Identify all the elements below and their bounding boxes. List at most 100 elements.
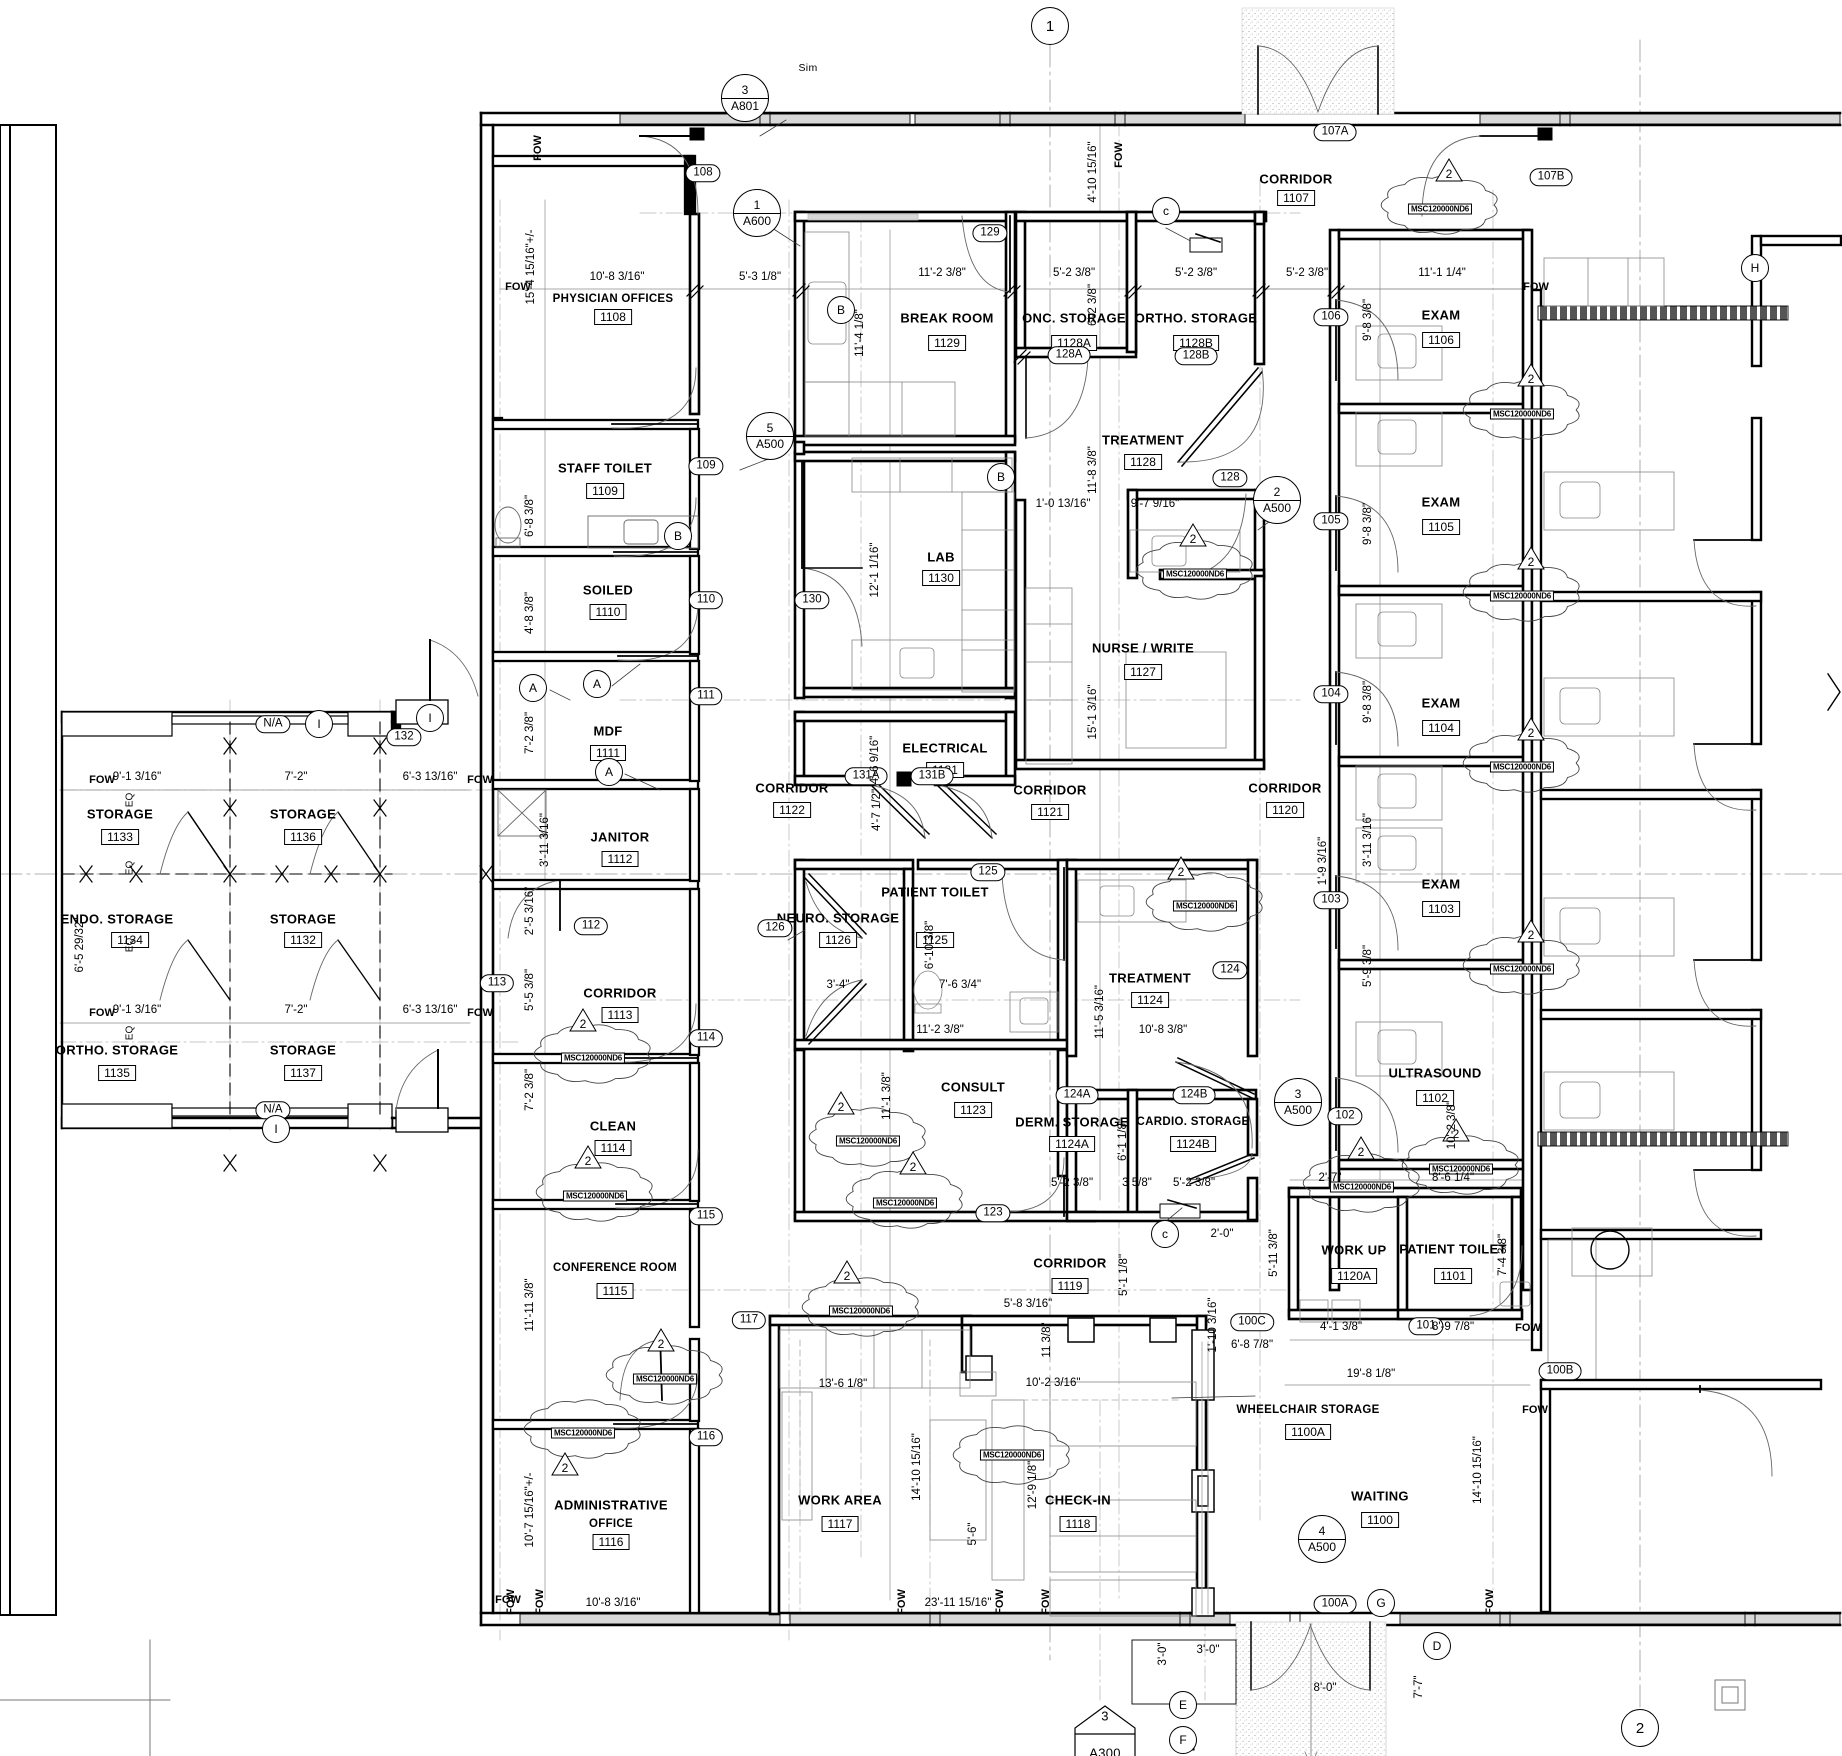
- dimension-text: 8'-6 1/4": [1431, 1172, 1475, 1184]
- detail-bubble[interactable]: B: [664, 522, 692, 550]
- door-tag[interactable]: 128: [1212, 469, 1248, 487]
- detail-bubble[interactable]: I: [416, 704, 444, 732]
- dimension-text: 13'-6 1/8": [818, 1378, 868, 1390]
- door-tag[interactable]: 100C: [1230, 1313, 1274, 1331]
- revision-tag-label: MSC120000ND6: [550, 1427, 616, 1439]
- room-name: EXAM: [1421, 695, 1461, 711]
- room-name: STORAGE: [86, 806, 154, 822]
- door-tag[interactable]: 101: [1408, 1317, 1444, 1335]
- detail-bubble[interactable]: I: [305, 710, 333, 738]
- door-tag[interactable]: 123: [975, 1204, 1011, 1222]
- door-tag[interactable]: 124A: [1055, 1086, 1099, 1104]
- section-tag-sheet: A500: [1262, 500, 1292, 515]
- eq-label: EQ: [124, 1025, 136, 1041]
- dimension-text: 3'-11 3/16": [539, 812, 551, 868]
- door-tag[interactable]: 100B: [1538, 1362, 1582, 1380]
- door-tag[interactable]: 107B: [1529, 168, 1573, 186]
- door-tag[interactable]: 125: [970, 863, 1006, 881]
- room-number: 1124A: [1049, 1136, 1095, 1152]
- door-tag[interactable]: 131A: [844, 767, 888, 785]
- dimension-text: 10'-2 3/16": [1025, 1377, 1081, 1389]
- room-number: 1128: [1124, 454, 1162, 470]
- dimension-text: 5'-9 3/8": [1362, 944, 1374, 988]
- dimension-text: 9'-1 3/16": [112, 1004, 162, 1016]
- door-tag[interactable]: 108: [685, 164, 721, 182]
- revision-tag-label: MSC120000ND6: [979, 1449, 1045, 1461]
- detail-bubble[interactable]: H: [1741, 254, 1769, 282]
- door-tag[interactable]: 117: [731, 1311, 767, 1329]
- door-tag[interactable]: 107A: [1313, 123, 1357, 141]
- door-tag[interactable]: 100A: [1313, 1595, 1357, 1613]
- detail-bubble[interactable]: c: [1151, 1220, 1179, 1248]
- door-tag[interactable]: 126: [757, 919, 793, 937]
- dimension-text: 7'-7": [1413, 1675, 1425, 1699]
- door-tag[interactable]: 131B: [910, 767, 954, 785]
- svg-text:2: 2: [1528, 726, 1535, 740]
- grid-bubble: 1: [1031, 7, 1069, 45]
- door-tag[interactable]: N/A: [255, 715, 291, 733]
- door-tag[interactable]: 128A: [1047, 346, 1091, 364]
- door-tag[interactable]: 132: [386, 728, 422, 746]
- door-tag[interactable]: 116: [688, 1428, 724, 1446]
- detail-bubble[interactable]: G: [1367, 1589, 1395, 1617]
- door-tag[interactable]: 124: [1212, 961, 1248, 979]
- fow-label: FOW: [467, 1007, 493, 1019]
- revision-cloud: [1462, 562, 1580, 622]
- door-tag[interactable]: 111: [689, 687, 723, 705]
- detail-bubble[interactable]: A: [519, 674, 547, 702]
- room-name: WORK AREA: [798, 1492, 882, 1508]
- door-tag[interactable]: 130: [794, 591, 830, 609]
- door-tag[interactable]: 110: [688, 591, 724, 609]
- room-name: CONFERENCE ROOM: [553, 1262, 677, 1274]
- room-name: PATIENT TOILET: [881, 884, 989, 900]
- detail-bubble[interactable]: c: [1152, 197, 1180, 225]
- room-number: 1132: [284, 932, 322, 948]
- detail-bubble[interactable]: B: [827, 296, 855, 324]
- detail-bubble[interactable]: A: [595, 758, 623, 786]
- room-name-line2: OFFICE: [589, 1518, 633, 1530]
- door-tag[interactable]: 102: [1327, 1107, 1363, 1125]
- door-tag[interactable]: 115: [688, 1207, 724, 1225]
- door-tag[interactable]: 105: [1313, 512, 1349, 530]
- revision-tag-label: MSC120000ND6: [828, 1305, 894, 1317]
- room-number: 1117: [821, 1516, 859, 1532]
- detail-bubble[interactable]: A: [583, 670, 611, 698]
- svg-text:2: 2: [562, 1461, 569, 1475]
- door-tag[interactable]: 113: [479, 974, 515, 992]
- detail-bubble[interactable]: I: [262, 1115, 290, 1143]
- dimension-text: 11'-2 3/8": [916, 1024, 964, 1036]
- room-number: 1106: [1422, 332, 1460, 348]
- room-name: ORTHO. STORAGE: [1134, 310, 1258, 326]
- detail-bubble[interactable]: E: [1169, 1691, 1197, 1719]
- door-tag[interactable]: 112: [573, 917, 609, 935]
- room-name: ONC. STORAGE: [1022, 310, 1126, 326]
- room-number: 1127: [1124, 664, 1162, 680]
- room-name: STORAGE: [269, 911, 337, 927]
- door-tag[interactable]: 129: [972, 224, 1008, 242]
- room-number: 1111: [589, 745, 627, 761]
- dimension-text: 5'-6": [967, 1522, 979, 1546]
- room-number: 1123: [954, 1102, 992, 1118]
- revision-triangle: 2: [832, 1259, 862, 1285]
- svg-text:2: 2: [580, 1017, 587, 1031]
- door-tag[interactable]: 103: [1313, 891, 1349, 909]
- door-tag[interactable]: 109: [688, 457, 724, 475]
- door-tag[interactable]: 104: [1313, 685, 1349, 703]
- fow-label: FOW: [1523, 281, 1549, 293]
- detail-bubble[interactable]: D: [1423, 1632, 1451, 1660]
- door-tag[interactable]: 114: [688, 1029, 724, 1047]
- room-name: CORRIDOR: [1013, 782, 1087, 798]
- door-tag[interactable]: 128B: [1174, 347, 1218, 365]
- detail-key-tag[interactable]: [1073, 1704, 1137, 1756]
- door-tag[interactable]: 106: [1313, 308, 1349, 326]
- door-tag[interactable]: 124B: [1172, 1086, 1216, 1104]
- revision-tag-label: MSC120000ND6: [1162, 568, 1228, 580]
- detail-bubble[interactable]: B: [987, 463, 1015, 491]
- detail-bubble[interactable]: F: [1169, 1726, 1197, 1754]
